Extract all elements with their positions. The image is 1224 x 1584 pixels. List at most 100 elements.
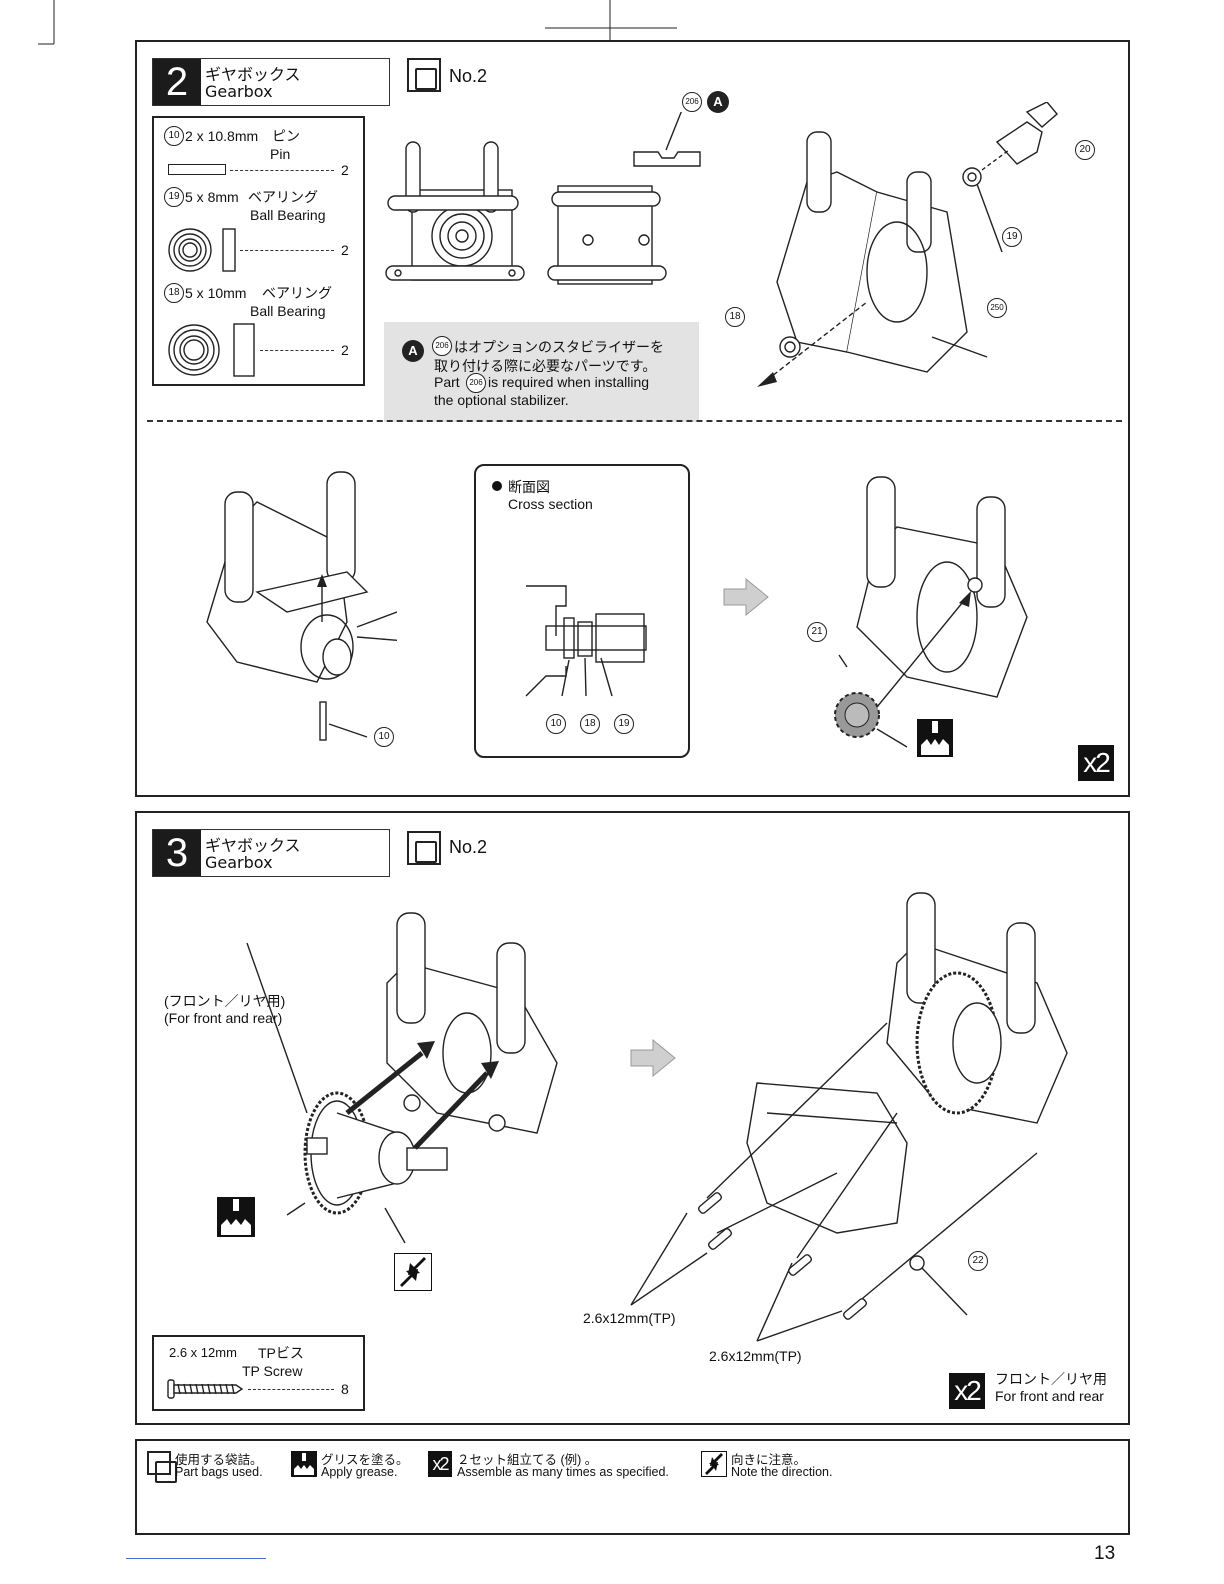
pin-shape <box>168 164 226 175</box>
part-size: 2.6 x 12mm <box>169 1345 237 1360</box>
part-size: 5 x 10mm <box>185 285 247 301</box>
part-qty: 2 <box>341 242 349 258</box>
multiplier-note-jp: フロント／リヤ用 <box>995 1371 1107 1387</box>
step3-title-en: Gearbox <box>205 853 273 872</box>
screw-label-b: 2.6x12mm(TP) <box>709 1348 802 1364</box>
note-part-num: 206 <box>432 336 452 356</box>
step2-multiplier-icon: x2 <box>1078 745 1114 781</box>
step2-parts-box: 10 2 x 10.8mm ピン Pin 2 19 5 x 8mm ベアリング … <box>152 116 365 386</box>
crop-marks <box>38 0 677 45</box>
legend-bag-en: Part bags used. <box>175 1465 263 1479</box>
legend-x2-jp: ２セット組立てる (例) 。 <box>457 1453 598 1467</box>
note-part-num-inline: 206 <box>466 373 486 393</box>
callout-206: 206 <box>682 92 702 112</box>
step2-panel: 2 ギヤボックス Gearbox No.2 10 2 x 10.8mm ピン P… <box>135 40 1130 797</box>
gearbox-pin-illustration <box>206 471 397 741</box>
callout-18: 18 <box>725 307 745 327</box>
part-num-19: 19 <box>164 187 184 207</box>
legend-panel: 使用する袋詰。 Part bags used. グリスを塗る。 Apply gr… <box>135 1439 1130 1535</box>
proceed-arrow-icon <box>723 577 769 617</box>
step2-number: 2 <box>153 59 201 105</box>
multiplier-note-en: For front and rear <box>995 1388 1104 1404</box>
cross-section-drawing <box>525 585 647 697</box>
step2-title-jp: ギヤボックス <box>205 65 301 84</box>
legend-bag-jp: 使用する袋詰。 <box>175 1453 263 1467</box>
part-qty: 8 <box>341 1381 349 1397</box>
step3-header: 3 ギヤボックス Gearbox <box>152 829 390 877</box>
leader-dots <box>260 350 334 351</box>
direction-icon <box>394 1253 432 1291</box>
note-line4: the optional stabilizer. <box>434 392 569 408</box>
step2-bag-label: No.2 <box>449 66 488 86</box>
part-name-en: TP Screw <box>242 1363 303 1379</box>
legend-direction-en: Note the direction. <box>731 1465 833 1479</box>
leader-dots <box>230 170 334 171</box>
front-rear-en: (For front and rear) <box>164 1010 283 1026</box>
gearbox-gear-illustration <box>834 476 1028 748</box>
legend-grease-en: Apply grease. <box>321 1465 398 1479</box>
callout-250: 250 <box>987 298 1007 318</box>
step3-title-jp: ギヤボックス <box>205 836 301 855</box>
grease-icon <box>917 719 953 757</box>
callout-20: 20 <box>1075 140 1095 160</box>
callout-19: 19 <box>1002 227 1022 247</box>
cs-label-10: 10 <box>546 714 566 734</box>
part-name-en: Ball Bearing <box>250 303 326 319</box>
bag-icon <box>407 831 441 865</box>
legend-grease-icon <box>291 1451 317 1477</box>
callout-a-badge: A <box>707 91 729 113</box>
note-line2-jp: 取り付ける際に必要なパーツです。 <box>434 358 657 374</box>
step3-bag-label: No.2 <box>449 837 488 857</box>
part-name-jp: ベアリング <box>262 285 332 301</box>
callout-22: 22 <box>968 1251 988 1271</box>
legend-grease-jp: グリスを塗る。 <box>321 1453 409 1467</box>
cross-section-title-en: Cross section <box>508 496 593 512</box>
screw-leader-lines <box>630 1212 843 1342</box>
step2-header: 2 ギヤボックス Gearbox <box>152 58 390 106</box>
leader-dots <box>248 1389 334 1390</box>
tp-screw-shape <box>167 1379 244 1399</box>
legend-direction-icon <box>701 1451 727 1477</box>
cross-section-title-jp: 断面図 <box>508 479 550 495</box>
gearbox-assembly-illustration <box>697 892 1068 1320</box>
part-num-18: 18 <box>164 283 184 303</box>
part-qty: 2 <box>341 162 349 178</box>
part-name-en: Ball Bearing <box>250 207 326 223</box>
front-rear-jp: (フロント／リヤ用) <box>164 993 286 1009</box>
cs-label-19: 19 <box>614 714 634 734</box>
grease-icon <box>217 1197 255 1237</box>
part-name-jp: ベアリング <box>248 189 318 205</box>
part-name-en: Pin <box>270 146 291 162</box>
page-number: 13 <box>1094 1543 1116 1564</box>
bearing-5x10-shape <box>168 323 255 377</box>
legend-x2-en: Assemble as many times as specified. <box>457 1465 669 1479</box>
bullet-dot <box>492 481 502 491</box>
note-badge-a: A <box>402 340 424 362</box>
callout-21: 21 <box>807 622 827 642</box>
footer-rule <box>126 1558 266 1559</box>
bag-icon <box>407 58 441 92</box>
legend-bag-icon <box>147 1451 177 1483</box>
differential-insert-illustration <box>246 912 558 1244</box>
cs-label-18: 18 <box>580 714 600 734</box>
part-size: 5 x 8mm <box>185 189 239 205</box>
legend-direction-jp: 向きに注意。 <box>731 1453 807 1467</box>
callout-10: 10 <box>374 727 394 747</box>
part-size: 2 x 10.8mm <box>185 128 259 144</box>
note-line3-post: is required when installing <box>488 374 650 390</box>
step2-title-en: Gearbox <box>205 82 273 101</box>
note-line1-jp: はオプションのスタビライザーを <box>454 339 664 355</box>
part-num-10: 10 <box>164 126 184 146</box>
cross-section-box: 断面図 Cross section 10 18 19 <box>474 464 690 758</box>
proceed-arrow-icon <box>630 1038 676 1078</box>
step3-panel: 3 ギヤボックス Gearbox No.2 (フロント／リヤ用) (For fr… <box>135 811 1130 1425</box>
part-qty: 2 <box>341 342 349 358</box>
screw-label-a: 2.6x12mm(TP) <box>583 1310 676 1326</box>
section-divider <box>147 420 1122 422</box>
leader-dots <box>240 250 334 251</box>
gearbox-front-illustration <box>385 112 701 285</box>
gearbox-exploded-illustration <box>757 102 1058 387</box>
step3-number: 3 <box>153 830 201 876</box>
part-name-jp: TPビス <box>258 1345 304 1361</box>
note-line3-pre: Part <box>434 374 460 390</box>
